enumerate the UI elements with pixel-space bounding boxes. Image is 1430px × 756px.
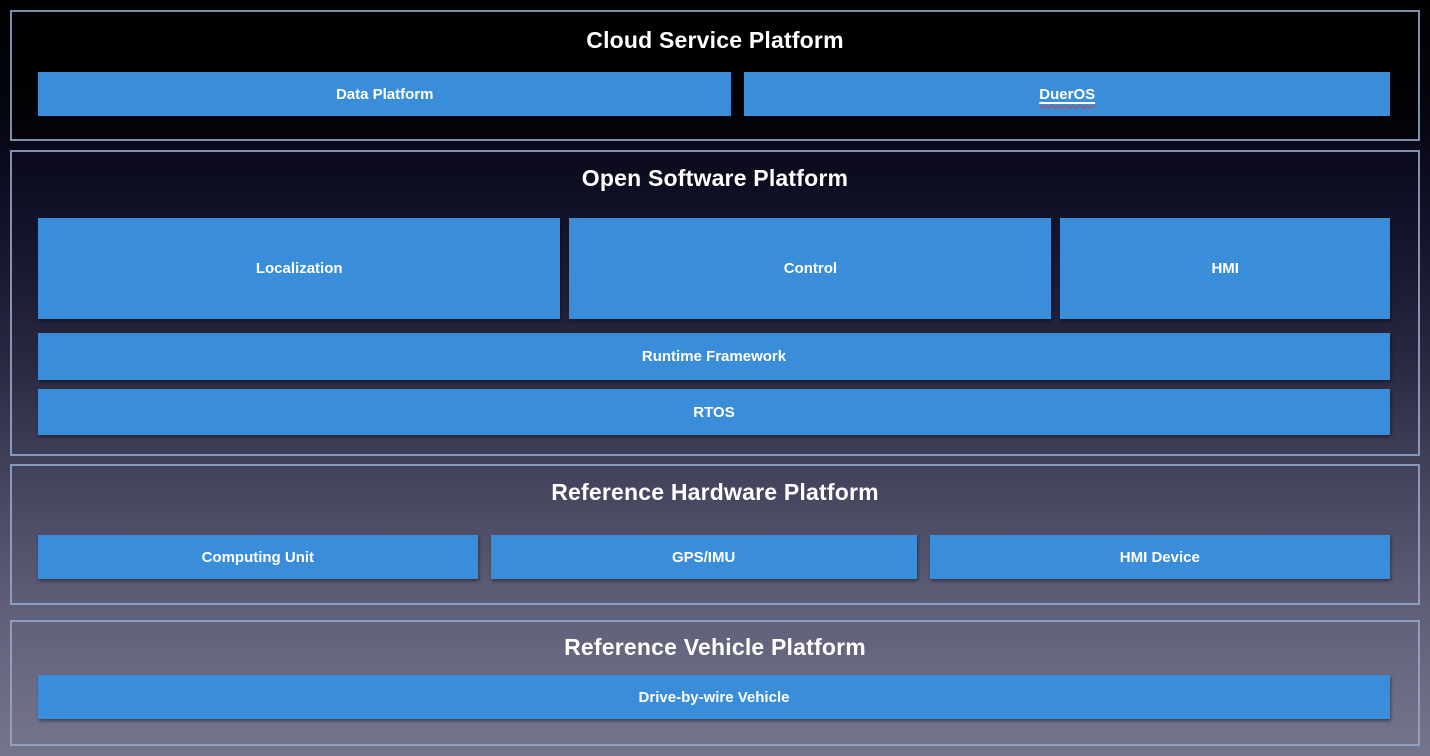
box-control-label: Control [783,260,838,277]
box-hmi: HMI [1060,218,1390,319]
box-rtos-label: RTOS [693,403,735,421]
box-hmi-device: HMI Device [929,535,1390,579]
box-localization: Localization [38,218,561,319]
section-reference-hardware-platform: Reference Hardware Platform Computing Un… [10,464,1420,605]
cloud-service-box-row: Data Platform DuerOS [38,72,1390,116]
box-dueros: DuerOS [744,72,1390,116]
section-title-open-software-platform: Open Software Platform [581,165,849,191]
box-localization-label: Localization [255,260,343,277]
section-open-software-platform: Open Software Platform Localization Cont… [10,150,1420,456]
box-gps-imu: GPS/IMU [490,535,917,579]
box-rtos: RTOS [38,389,1390,435]
box-drive-by-wire-vehicle: Drive-by-wire Vehicle [38,675,1390,719]
section-title-cloud-service-platform: Cloud Service Platform [586,27,844,53]
box-runtime-framework: Runtime Framework [38,333,1390,380]
section-cloud-service-platform: Cloud Service Platform Data Platform Due… [10,10,1420,141]
dueros-spellcheck-underline: DuerOS [1039,86,1095,103]
box-hmi-device-label: HMI Device [1119,548,1200,566]
box-gps-imu-label: GPS/IMU [671,548,736,566]
rtos-row: RTOS [38,389,1390,435]
box-control: Control [569,218,1052,319]
vehicle-box-row: Drive-by-wire Vehicle [38,675,1390,719]
software-module-box-row: Localization Control HMI [38,218,1390,319]
hardware-box-row: Computing Unit GPS/IMU HMI Device [38,535,1390,579]
box-data-platform-label: Data Platform [335,85,434,103]
box-runtime-framework-label: Runtime Framework [641,348,787,365]
box-drive-by-wire-vehicle-label: Drive-by-wire Vehicle [638,688,790,706]
box-dueros-label: DuerOS [1039,85,1096,103]
box-data-platform: Data Platform [38,72,732,116]
box-hmi-label: HMI [1211,260,1239,277]
section-reference-vehicle-platform: Reference Vehicle Platform Drive-by-wire… [10,620,1420,746]
section-title-reference-hardware-platform: Reference Hardware Platform [551,479,879,505]
runtime-framework-row: Runtime Framework [38,333,1390,380]
section-title-reference-vehicle-platform: Reference Vehicle Platform [564,634,866,660]
box-computing-unit-label: Computing Unit [201,548,315,566]
box-computing-unit: Computing Unit [38,535,478,579]
